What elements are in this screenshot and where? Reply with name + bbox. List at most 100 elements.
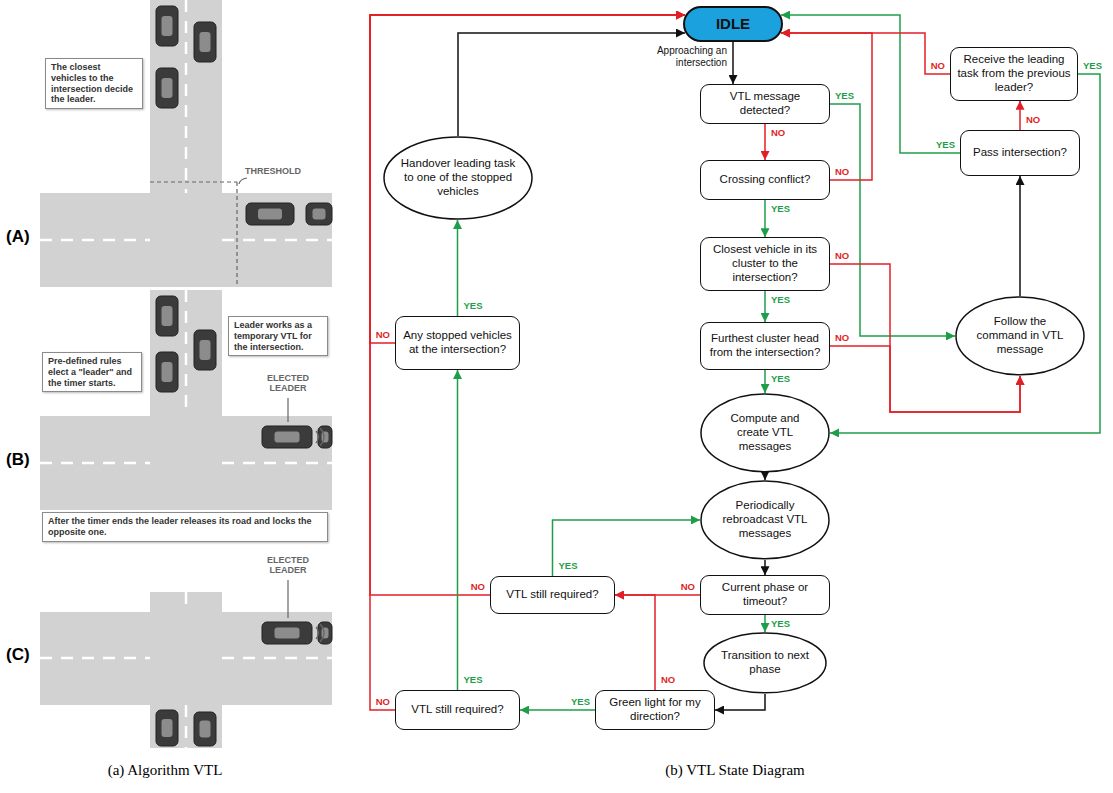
car xyxy=(194,22,216,62)
flow-arrow xyxy=(1019,101,1021,130)
state-oval: IDLE xyxy=(683,6,783,42)
process-oval: Transition to next phase xyxy=(703,632,827,694)
lane-marking xyxy=(222,462,332,465)
edge-label: YES xyxy=(558,560,579,572)
panel-letter: (C) xyxy=(6,645,30,665)
car xyxy=(318,426,332,448)
flow-arrow xyxy=(764,200,766,237)
node-text: Handover leading task to one of the stop… xyxy=(399,157,517,198)
flow-arrow xyxy=(553,520,701,576)
decision-box: VTL still required? xyxy=(490,576,615,614)
flow-arrow xyxy=(370,15,685,595)
threshold-line xyxy=(236,182,237,287)
flow-arrow xyxy=(715,694,765,710)
lane-marking xyxy=(40,462,150,465)
flow-arrow xyxy=(732,42,734,84)
edge-label: YES xyxy=(770,294,791,306)
edge-label: YES xyxy=(834,90,855,102)
edge-label: YES xyxy=(463,674,484,686)
edge-label: YES xyxy=(770,203,791,215)
leader-label: ELECTED LEADER xyxy=(258,556,318,576)
intersection-illustration xyxy=(0,0,340,793)
node-text: Leader works as a temporary VTL for the … xyxy=(234,320,322,352)
node-text: Furthest cluster head from the intersect… xyxy=(707,332,823,360)
flow-arrow xyxy=(457,220,459,316)
edge-label: NO xyxy=(660,674,676,686)
road xyxy=(150,290,222,416)
edge-label: NO xyxy=(1025,114,1041,126)
car xyxy=(156,710,178,746)
edge-label: YES xyxy=(770,618,791,630)
decision-box: Current phase or timeout? xyxy=(700,575,830,615)
node-text: VTL message detected? xyxy=(707,90,823,118)
car xyxy=(318,622,332,644)
node-text: Any stopped vehicles at the intersection… xyxy=(402,329,513,357)
car xyxy=(194,712,216,746)
decision-box: Pass intersection? xyxy=(960,130,1080,176)
car xyxy=(262,622,312,644)
road xyxy=(40,193,332,287)
node-text: After the timer ends the leader releases… xyxy=(48,516,322,538)
lane-marking xyxy=(185,290,188,416)
car xyxy=(262,426,312,448)
flow-arrow xyxy=(764,560,766,575)
road xyxy=(150,705,222,748)
node-text: Pass intersection? xyxy=(973,146,1067,160)
node-text: Transition to next phase xyxy=(719,649,811,677)
road xyxy=(40,612,332,705)
edge-label: YES xyxy=(935,139,956,151)
decision-box: Crossing conflict? xyxy=(700,160,830,200)
edge-label: NO xyxy=(375,329,391,341)
leader-line xyxy=(316,431,319,443)
flow-arrow xyxy=(764,473,766,480)
node-text: VTL still required? xyxy=(506,588,598,602)
subfigure-caption: (a) Algorithm VTL xyxy=(15,762,315,779)
flow-arrow xyxy=(615,595,655,690)
road xyxy=(150,592,222,612)
edge-label: NO xyxy=(470,581,486,593)
flow-arrow xyxy=(781,33,950,74)
node-text: Green light for my direction? xyxy=(602,696,708,724)
road xyxy=(40,416,332,510)
leader-line xyxy=(239,178,247,184)
car xyxy=(156,296,178,336)
edge-label: YES xyxy=(1082,60,1103,72)
decision-box: Receive the leading task from the previo… xyxy=(950,47,1078,100)
car xyxy=(306,203,332,225)
flow-arrow xyxy=(830,74,1100,433)
process-oval: Follow the command in VTL message xyxy=(955,296,1085,376)
flow-arrow xyxy=(520,709,595,711)
car xyxy=(246,203,294,225)
node-text: Periodically rebroadcast VTL messages xyxy=(716,499,814,540)
process-oval: Handover leading task to one of the stop… xyxy=(383,136,533,220)
panel-letter: (B) xyxy=(6,450,30,470)
callout-box: The closest vehicles to the intersection… xyxy=(45,58,143,109)
flow-arrow xyxy=(370,15,685,343)
node-text: IDLE xyxy=(716,15,750,33)
lane-marking xyxy=(222,239,332,242)
decision-box: Any stopped vehicles at the intersection… xyxy=(395,316,520,370)
process-oval: Compute and create VTL messages xyxy=(700,393,830,473)
flow-arrow xyxy=(830,104,955,336)
subfigure-caption: (b) VTL State Diagram xyxy=(570,762,900,779)
leader-line xyxy=(287,580,288,618)
edge-label: YES xyxy=(463,300,484,312)
flow-arrow xyxy=(1019,176,1021,296)
node-text: Pre-defined rules elect a "leader" and t… xyxy=(48,356,136,388)
decision-box: VTL message detected? xyxy=(700,84,830,124)
lane-marking xyxy=(40,239,150,242)
road xyxy=(150,0,222,193)
edge-label: NO xyxy=(834,250,850,262)
node-text: Follow the command in VTL message xyxy=(971,315,1069,356)
process-oval: Periodically rebroadcast VTL messages xyxy=(700,480,830,560)
car xyxy=(156,68,178,108)
edge-label: Approaching an intersection xyxy=(642,45,728,69)
decision-box: Closest vehicle in its cluster to the in… xyxy=(700,237,830,290)
leader-line xyxy=(287,398,288,422)
decision-box: Furthest cluster head from the intersect… xyxy=(700,322,830,370)
node-text: Receive the leading task from the previo… xyxy=(957,53,1071,94)
flow-arrow xyxy=(764,291,766,322)
node-text: Current phase or timeout? xyxy=(707,581,823,609)
flow-arrow xyxy=(370,15,685,710)
edge-label: YES xyxy=(770,373,791,385)
